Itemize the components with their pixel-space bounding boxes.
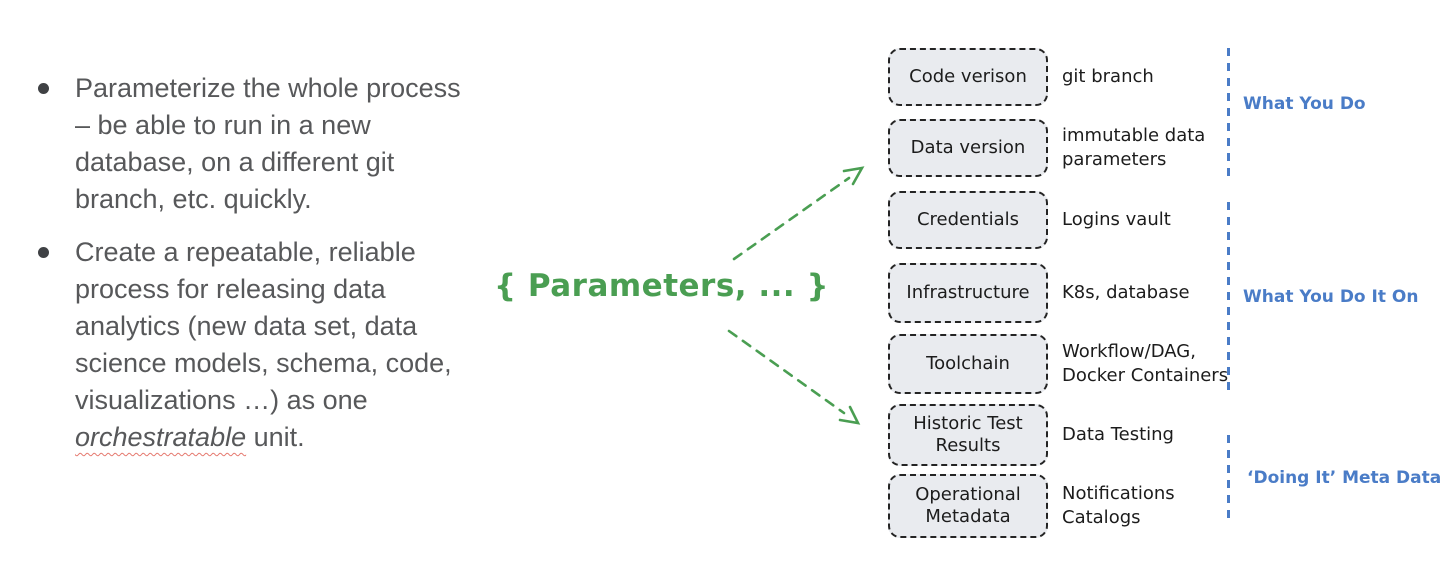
group-label-doing-it-meta-data: ‘Doing It’ Meta Data <box>1247 468 1442 488</box>
bullet-text: Parameterize the whole process – be able… <box>75 73 461 214</box>
stage-note-code-version: git branch <box>1062 48 1242 106</box>
stage-box-label: Credentials <box>916 209 1020 230</box>
bullet-list: Parameterize the whole process – be able… <box>38 70 490 472</box>
stage-note-line: Workflow/DAG, <box>1062 341 1196 362</box>
stage-box-toolchain: Toolchain <box>888 334 1048 394</box>
stage-note-operational-metadata: Notifications Catalogs <box>1062 474 1242 538</box>
group-label-what-you-do-it-on: What You Do It On <box>1243 287 1419 307</box>
stage-note-line: K8s, database <box>1062 282 1190 303</box>
bullet-dot-icon <box>38 247 49 258</box>
stage-box-historic-test-results: Historic Test Results <box>888 404 1048 466</box>
stage-note-line: Notifications <box>1062 483 1175 504</box>
arrow-up-head-icon <box>842 166 865 186</box>
parameters-label: { Parameters, ... } <box>494 268 830 304</box>
group-label-what-you-do: What You Do <box>1243 94 1366 114</box>
stage-box-operational-metadata: Operational Metadata <box>888 474 1048 538</box>
bullet-dot-icon <box>38 83 49 94</box>
stage-box-label: Data version <box>910 137 1026 158</box>
stage-box-label: Infrastructure <box>906 282 1030 303</box>
stage-box-label: Code verison <box>909 66 1027 87</box>
group-divider-what-you-do <box>1227 48 1230 176</box>
stage-box-label: Operational Metadata <box>915 484 1021 527</box>
stage-note-data-version: immutable data parameters <box>1062 119 1242 177</box>
stage-note-line: immutable data <box>1062 125 1206 146</box>
stage-note-line: Logins vault <box>1062 209 1171 230</box>
stage-box-code-version: Code verison <box>888 48 1048 106</box>
group-divider-what-you-do-it-on <box>1227 202 1230 395</box>
stage-note-line: Docker Containers <box>1062 365 1229 386</box>
bullet-text: Create a repeatable, reliable process fo… <box>75 237 452 415</box>
stage-box-credentials: Credentials <box>888 191 1048 249</box>
group-divider-doing-it-meta-data <box>1227 435 1230 521</box>
stage-box-data-version: Data version <box>888 119 1048 177</box>
stage-box-infrastructure: Infrastructure <box>888 263 1048 323</box>
stage-note-historic-test-results: Data Testing <box>1062 404 1242 466</box>
bullet-item-parameterize: Parameterize the whole process – be able… <box>38 70 467 218</box>
stage-note-line: git branch <box>1062 66 1154 87</box>
stage-note-line: parameters <box>1062 149 1167 170</box>
arrow-down-line <box>727 329 846 415</box>
stage-note-credentials: Logins vault <box>1062 191 1242 249</box>
bullet-text: unit. <box>246 422 305 452</box>
stage-note-line: Catalogs <box>1062 507 1141 528</box>
bullet-item-repeatable: Create a repeatable, reliable process fo… <box>38 234 467 456</box>
stage-box-label: Historic Test Results <box>913 413 1023 456</box>
arrow-up-line <box>732 176 851 261</box>
stage-box-label: Toolchain <box>926 353 1010 374</box>
stage-note-line: Data Testing <box>1062 424 1174 445</box>
stage-note-infrastructure: K8s, database <box>1062 263 1242 323</box>
bullet-text-italic-misspelled: orchestratable <box>75 422 247 452</box>
stage-note-toolchain: Workflow/DAG, Docker Containers <box>1062 334 1242 394</box>
arrow-down-head-icon <box>838 405 861 425</box>
